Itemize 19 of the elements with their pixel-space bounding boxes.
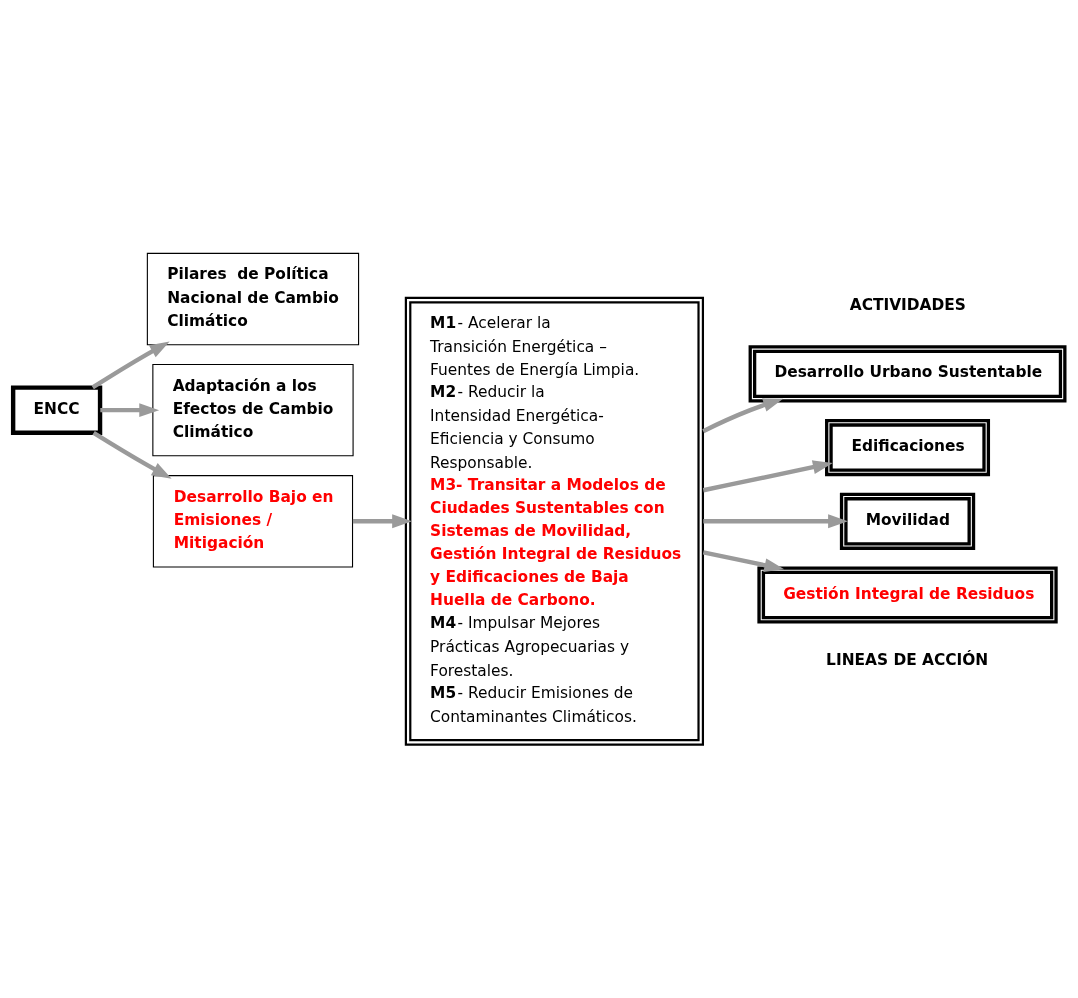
- node-box: ENCC: [10, 385, 103, 435]
- arrow: [91, 341, 170, 390]
- node-box: M1- Acelerar la Transición Energética – Fuentes de Energía Limpia. M2- Reducir la Intensidad Energética- Eficiencia y Consumo Responsable. M3- Transitar a Modelos de Ciudades Sustentables con Sistemas de Movilidad, Gestión Integral de Residuos y Edificaciones de Baja Huella de Carbono. M4- Impulsar Mejores Prácticas Agropecuarias y Forestales. M5- Reducir Emisiones de Contaminantes Climáticos.: [404, 296, 704, 746]
- arrow: [352, 514, 412, 529]
- label: LINEAS DE ACCIÓN: [826, 651, 989, 670]
- node-box: Desarrollo Bajo en Emisiones / Mitigación: [152, 475, 354, 568]
- node-box: Adaptación a los Efectos de Cambio Climático: [152, 363, 354, 457]
- node-box: Desarrollo Urbano Sustentable: [748, 345, 1067, 403]
- node-box: Edificaciones: [825, 418, 991, 477]
- node-box: Movilidad: [839, 492, 976, 550]
- arrow: [92, 431, 172, 479]
- arrow: [702, 460, 833, 493]
- node-box: Pilares de Política Nacional de Cambio Climático: [146, 252, 360, 346]
- arrow: [100, 403, 160, 418]
- arrow: [702, 550, 785, 573]
- arrow: [702, 398, 784, 434]
- arrow: [703, 514, 848, 529]
- label: ACTIVIDADES: [849, 295, 966, 314]
- node-box: Gestión Integral de Residuos: [757, 566, 1058, 624]
